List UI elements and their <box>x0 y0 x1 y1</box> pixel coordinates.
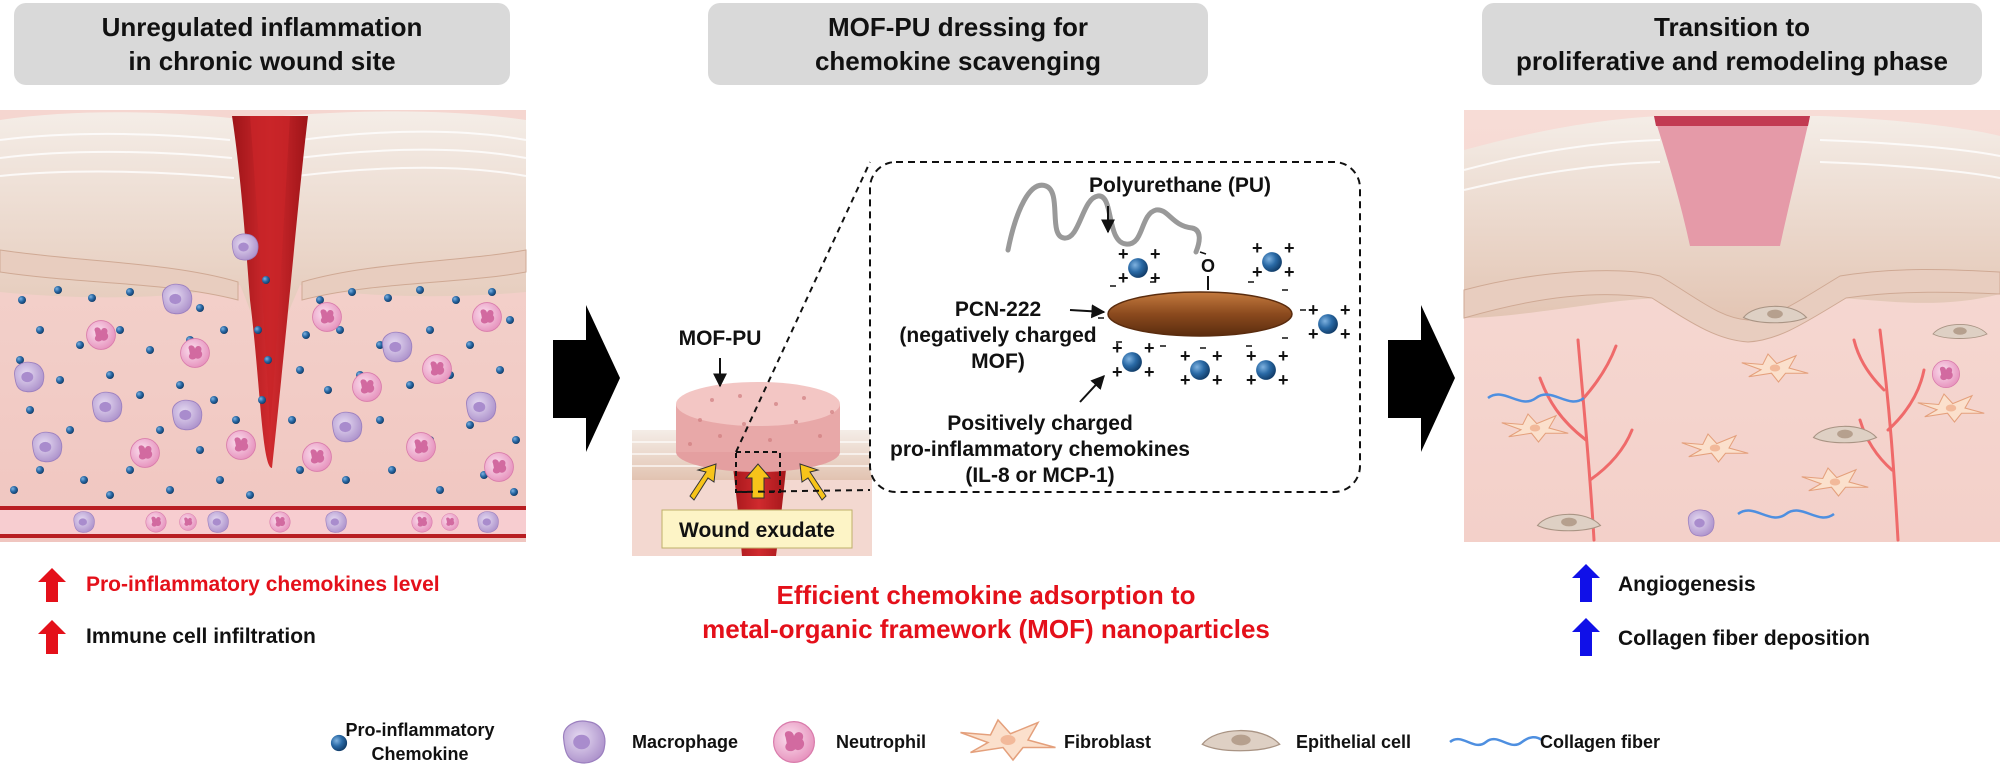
svg-text:+: + <box>1150 244 1161 264</box>
epithelial-cell-icon <box>1201 729 1281 752</box>
left-header-box <box>14 3 510 85</box>
up-arrow-icon <box>1572 618 1600 656</box>
up-arrow-icon <box>38 568 66 602</box>
transition-arrow-icon <box>553 305 620 452</box>
svg-text:+: + <box>1252 238 1263 258</box>
legend-item-epithelial: Epithelial cell <box>1201 729 1411 752</box>
up-arrow-icon <box>1572 564 1600 602</box>
exudate-label-box <box>661 509 853 549</box>
left-effect-list: Pro-inflammatory chemokines level Immune… <box>38 568 440 654</box>
svg-text:+: + <box>1246 346 1257 366</box>
legend-neutrophil: Neutrophil <box>836 732 926 752</box>
legend-macrophage: Macrophage <box>632 732 738 752</box>
chem-label-line1: Positively charged <box>947 412 1133 435</box>
transition-arrow-icon <box>1388 305 1455 452</box>
svg-text:+: + <box>1284 262 1295 282</box>
zoom-line-bottom <box>735 489 871 493</box>
legend-fibroblast: Fibroblast <box>1064 732 1151 752</box>
middle-header-box <box>708 3 1208 85</box>
pcn-label-line1: PCN-222 <box>955 298 1041 321</box>
middle-panel-header: MOF-PU dressing for chemokine scavenging <box>708 3 1208 85</box>
right-title-line1: Transition to <box>1654 12 1810 42</box>
svg-text:+: + <box>1118 244 1129 264</box>
o-atom-label: O <box>1201 256 1215 276</box>
left-title-line2: in chronic wound site <box>128 46 395 76</box>
exudate-arrow-icon <box>744 463 772 499</box>
up-arrow-icon <box>38 620 66 654</box>
svg-text:+: + <box>1180 346 1191 366</box>
left-effect-1: Pro-inflammatory chemokines level <box>86 573 440 596</box>
right-title-line2: proliferative and remodeling phase <box>1516 46 1948 76</box>
svg-text:+: + <box>1212 370 1223 390</box>
pcn-label-line3: MOF) <box>971 350 1025 373</box>
pcn-label-line2: (negatively charged <box>899 324 1096 347</box>
exudate-label: Wound exudate <box>679 519 835 542</box>
middle-title-line1: MOF-PU dressing for <box>828 12 1088 42</box>
chem-label-line3: (IL-8 or MCP-1) <box>965 464 1114 487</box>
svg-text:+: + <box>1284 238 1295 258</box>
svg-text:+: + <box>1278 370 1289 390</box>
macrophage-icon <box>562 720 606 764</box>
svg-text:+: + <box>1278 346 1289 366</box>
pu-label: Polyurethane (PU) <box>1089 174 1271 197</box>
legend-chemokine-line2: Chemokine <box>371 744 468 764</box>
exudate-arrow-icon <box>799 463 827 501</box>
legend-item-fibroblast: Fibroblast <box>959 719 1151 761</box>
svg-text:+: + <box>1180 370 1191 390</box>
right-effect-1: Angiogenesis <box>1618 573 1756 596</box>
svg-text:+: + <box>1308 324 1319 344</box>
summary-line1: Efficient chemokine adsorption to <box>777 580 1196 610</box>
middle-title-line2: chemokine scavenging <box>815 46 1101 76</box>
svg-text:+: + <box>1112 338 1123 358</box>
svg-text:+: + <box>1340 324 1351 344</box>
legend-item-chemokine: Pro-inflammatory Chemokine <box>330 720 495 764</box>
svg-text:+: + <box>1340 300 1351 320</box>
mofpu-dressing-illustration: Wound exudate <box>632 382 872 556</box>
healing-wound-illustration <box>1463 110 2000 542</box>
mof-detail: Polyurethane (PU) O + + + + + + + + + + + + + + + + … <box>890 174 1350 487</box>
left-panel-header: Unregulated inflammation in chronic woun… <box>14 3 510 85</box>
legend-collagen: Collagen fiber <box>1540 732 1660 752</box>
positive-chemokines: + + + + + + + + + + + + + + + + + + + + + + + + <box>1112 238 1351 390</box>
chemokine-pointer-arrow <box>1079 374 1105 403</box>
pcn-pointer-arrow <box>1069 304 1106 319</box>
right-panel-header: Transition to proliferative and remodeli… <box>1482 3 1982 85</box>
right-header-box <box>1482 3 1982 85</box>
svg-text:+: + <box>1212 346 1223 366</box>
legend-item-neutrophil: Neutrophil <box>772 720 926 764</box>
legend-chemokine-line1: Pro-inflammatory <box>345 720 494 740</box>
collagen-fiber-icon <box>1449 736 1543 747</box>
svg-text:+: + <box>1252 262 1263 282</box>
svg-text:+: + <box>1246 370 1257 390</box>
svg-text:+: + <box>1112 362 1123 382</box>
inflamed-wound-illustration <box>0 110 527 542</box>
zoom-line-top <box>735 161 871 453</box>
right-effect-2: Collagen fiber deposition <box>1618 627 1870 650</box>
svg-text:+: + <box>1308 300 1319 320</box>
mofpu-label: MOF-PU <box>679 327 762 350</box>
svg-text:+: + <box>1118 268 1129 288</box>
legend-item-macrophage: Macrophage <box>562 720 738 764</box>
neutrophil-icon <box>772 720 816 764</box>
summary-line2: metal-organic framework (MOF) nanopartic… <box>702 614 1270 644</box>
mof-nanoparticle <box>1107 291 1293 337</box>
legend-item-collagen: Collagen fiber <box>1449 732 1660 752</box>
fibroblast-icon <box>959 719 1057 761</box>
exudate-arrow-icon <box>689 463 717 501</box>
left-effect-2: Immune cell infiltration <box>86 625 316 648</box>
right-effect-list: Angiogenesis Collagen fiber deposition <box>1572 564 1870 656</box>
svg-text:+: + <box>1144 338 1155 358</box>
zoom-detail-box <box>869 161 1361 493</box>
svg-text:+: + <box>1144 362 1155 382</box>
legend-epithelial: Epithelial cell <box>1296 732 1411 752</box>
chem-label-line2: pro-inflammatory chemokines <box>890 438 1190 461</box>
left-title-line1: Unregulated inflammation <box>102 12 423 42</box>
svg-text:+: + <box>1150 268 1161 288</box>
legend: Pro-inflammatory Chemokine Macrophage Ne… <box>330 719 1660 764</box>
